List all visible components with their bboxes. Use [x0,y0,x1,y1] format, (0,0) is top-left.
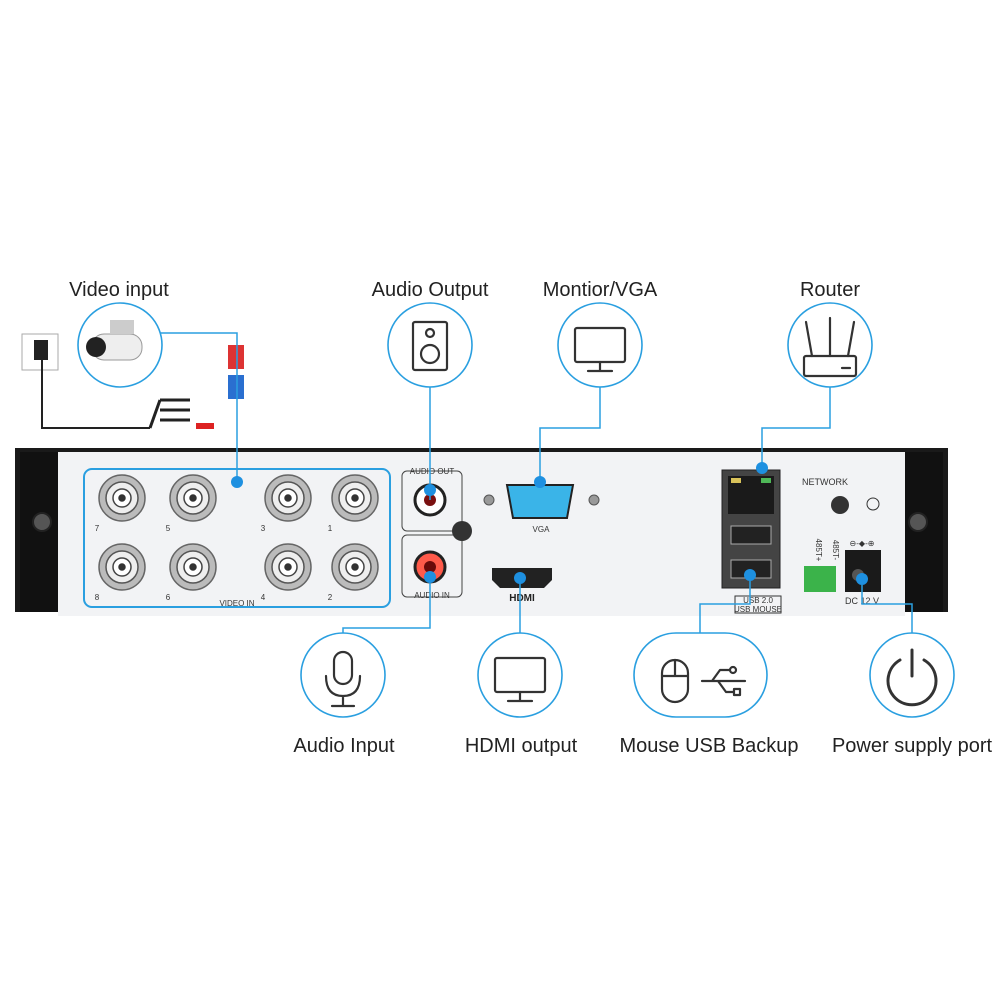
power-supply-port-label: Power supply port [832,735,993,757]
hdmi-output-label: HDMI output [465,735,578,757]
router-icon [802,316,858,378]
microphone-icon [324,650,362,708]
bnc-channel-number: 6 [166,593,171,602]
rs485-minus-label: 485T- [831,540,840,561]
bnc-video-input-port[interactable] [169,543,217,591]
bnc-channel-number: 3 [261,524,266,533]
router-label: Router [800,279,860,301]
bnc-video-input-port[interactable] [98,474,146,522]
bnc-channel-number: 7 [95,524,100,533]
speaker-icon [411,320,449,372]
bnc-channel-number: 1 [328,524,333,533]
bnc-video-input-port[interactable] [331,474,379,522]
monitor-icon [573,326,627,373]
rs485-plus-label: 485T+ [814,539,823,562]
bnc-channel-number: 8 [95,593,100,602]
camera-wiring [21,333,244,429]
mouse-usb-backup-label: Mouse USB Backup [620,735,799,757]
power-adapter-icon [34,340,48,360]
audio-in-jack[interactable] [413,550,447,584]
screw-icon [32,512,52,532]
video-input-label: Video input [69,279,169,301]
video-in-label: VIDEO IN [219,599,254,608]
usb-mouse-label: USB MOUSE [734,605,782,614]
mouse-usb-callout [633,632,768,718]
audio-input-label: Audio Input [293,735,395,757]
network-label: NETWORK [802,477,848,487]
screw-icon [831,496,849,514]
bnc-video-input-port[interactable] [98,543,146,591]
vga-port[interactable] [505,484,575,519]
hdmi-output-callout [477,632,563,718]
dc-polarity-label: ⊖-◆-⊕ [850,539,875,548]
audio-out-label: AUDIO OUT [410,467,455,476]
screw-icon [452,521,472,541]
hdmi-label: HDMI [509,593,535,604]
monitor-icon [493,656,547,703]
audio-output-label: Audio Output [372,279,489,301]
ground-icon [866,497,880,511]
bnc-video-input-port[interactable] [264,543,312,591]
bnc-video-input-port[interactable] [169,474,217,522]
dc-power-jack[interactable] [845,550,881,592]
usb-20-label: USB 2.0 [743,596,773,605]
bnc-video-input-port[interactable] [331,543,379,591]
mouse-icon [660,658,690,704]
audio-in-label: AUDIO IN [414,591,450,600]
power-icon [886,648,938,707]
vga-label: VGA [533,525,551,534]
monitor-vga-label: Montior/VGA [543,279,658,301]
usb-icon [700,665,747,697]
screw-icon [908,512,928,532]
camera-icon [86,320,143,361]
usb-port[interactable] [730,525,772,545]
bnc-video-input-port[interactable] [264,474,312,522]
monitor-vga-callout [557,302,643,388]
rs485-terminal[interactable] [804,566,836,592]
bnc-channel-number: 5 [166,524,171,533]
audio-input-callout [300,632,386,718]
bnc-channel-number: 2 [328,593,333,602]
bnc-channel-number: 4 [261,593,266,602]
